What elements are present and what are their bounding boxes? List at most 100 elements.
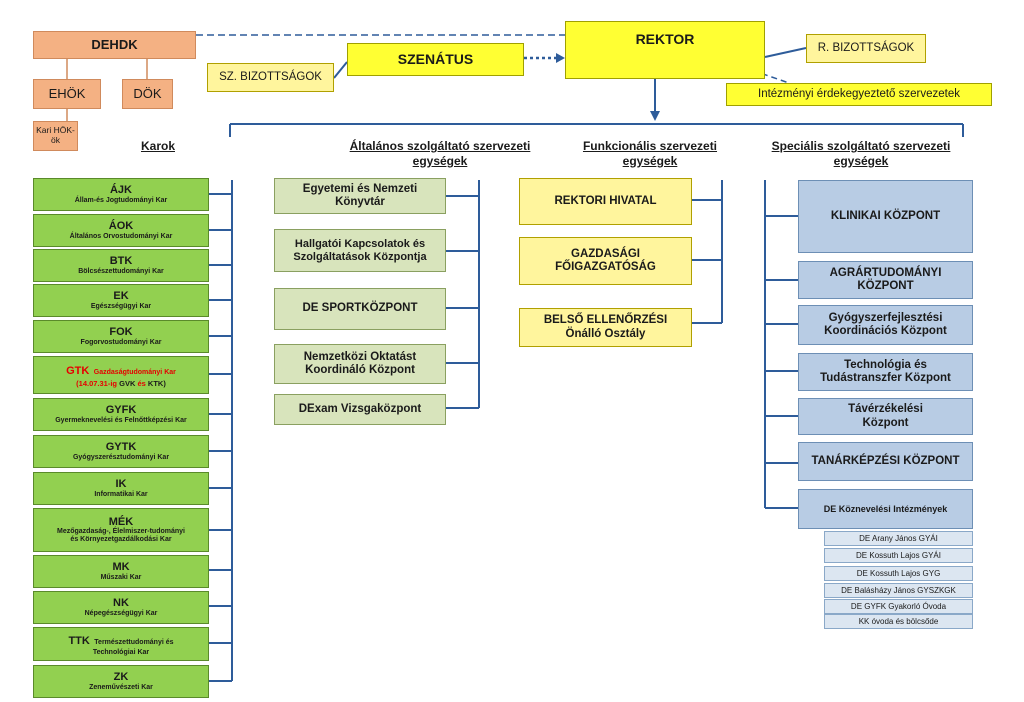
school-label: DE GYFK Gyakorló Óvoda bbox=[850, 601, 947, 611]
faculty-abbr: ZK bbox=[113, 671, 129, 684]
general-unit-box: DE SPORTKÖZPONT bbox=[274, 288, 446, 330]
faculty-box: FOK Fogorvostudományi Kar bbox=[33, 320, 209, 353]
header-karok: Karok bbox=[128, 139, 188, 154]
faculty-box: GYTK Gyógyszerésztudományi Kar bbox=[33, 435, 209, 468]
special-unit-box: TANÁRKÉPZÉSI KÖZPONT bbox=[798, 442, 973, 481]
faculty-name: Általános Orvostudományi Kar bbox=[69, 232, 173, 240]
ehok-box: EHÖK bbox=[33, 79, 101, 109]
general-unit-label: DE SPORTKÖZPONT bbox=[302, 302, 418, 315]
general-unit-box: DExam Vizsgaközpont bbox=[274, 394, 446, 425]
faculty-box: EK Egészségügyi Kar bbox=[33, 284, 209, 317]
kari-hok-label: Kari HÖK-ök bbox=[36, 125, 75, 145]
faculty-name: Informatikai Kar bbox=[94, 490, 148, 498]
special-unit-box: DE Köznevelési Intézmények bbox=[798, 489, 973, 529]
ehok-label: EHÖK bbox=[48, 85, 86, 101]
special-unit-box: AGRÁRTUDOMÁNYI KÖZPONT bbox=[798, 261, 973, 299]
header-karok-label: Karok bbox=[140, 139, 175, 153]
school-box: DE Kossuth Lajos GYG bbox=[824, 566, 973, 581]
faculty-name: Gyermeknevelési és Felnőttképzési Kar bbox=[55, 416, 187, 424]
general-unit-box: Hallgatói Kapcsolatok és Szolgáltatások … bbox=[274, 229, 446, 272]
faculty-name: Zeneművészeti Kar bbox=[89, 683, 153, 691]
faculty-name: Gazdaságtudományi Kar bbox=[93, 369, 176, 377]
faculty-name: Népegészségügyi Kar bbox=[84, 609, 158, 617]
special-unit-box: Technológia és Tudástranszfer Központ bbox=[798, 353, 973, 391]
faculty-name: Gyógyszerésztudományi Kar bbox=[72, 453, 170, 461]
special-unit-label: DE Köznevelési Intézmények bbox=[823, 503, 948, 514]
special-unit-label: Technológia és Tudástranszfer Központ bbox=[820, 358, 951, 384]
general-unit-label: Egyetemi és Nemzeti Könyvtár bbox=[302, 182, 418, 208]
general-unit-label: Hallgatói Kapcsolatok és Szolgáltatások … bbox=[293, 237, 427, 263]
school-label: DE Kossuth Lajos GYÁI bbox=[856, 550, 941, 560]
gtk-line2: (14.07.31-ig GVK és KTK) bbox=[76, 378, 166, 389]
faculty-abbr: TTK bbox=[68, 634, 90, 647]
gtk-note-ktk: KTK) bbox=[147, 378, 166, 388]
faculty-name-line2: Technológiai Kar bbox=[92, 649, 150, 657]
dehdk-label: DEHDK bbox=[91, 36, 138, 52]
school-box: KK óvoda és bölcsőde bbox=[824, 614, 973, 629]
faculty-abbr: GYTK bbox=[105, 441, 137, 454]
functional-unit-box: GAZDASÁGI FŐIGAZGATÓSÁG bbox=[519, 237, 692, 285]
faculty-name-line2: és Környezetgazdálkodási Kar bbox=[70, 536, 172, 544]
school-label: KK óvoda és bölcsőde bbox=[858, 616, 939, 626]
erdekegyezteto-label: Intézményi érdekegyeztető szervezetek bbox=[758, 87, 960, 100]
special-unit-box: Távérzékelési Központ bbox=[798, 398, 973, 435]
sz-bizottsagok-box: SZ. BIZOTTSÁGOK bbox=[207, 63, 334, 92]
faculty-box: ZK Zeneművészeti Kar bbox=[33, 665, 209, 698]
faculty-box: IK Informatikai Kar bbox=[33, 472, 209, 505]
functional-unit-box: BELSŐ ELLENŐRZÉSI Önálló Osztály bbox=[519, 308, 692, 347]
special-unit-label: AGRÁRTUDOMÁNYI KÖZPONT bbox=[829, 266, 942, 292]
sz-bizottsagok-label: SZ. BIZOTTSÁGOK bbox=[219, 70, 322, 83]
gtk-note-gvk: GVK bbox=[119, 378, 136, 388]
faculty-box: MÉK Mezőgazdaság-, Élelmiszer-tudományi … bbox=[33, 508, 209, 552]
school-label: DE Balásházy János GYSZKGK bbox=[841, 585, 956, 595]
faculty-box: MK Műszaki Kar bbox=[33, 555, 209, 588]
header-specialis: Speciális szolgáltató szervezeti egysége… bbox=[760, 139, 962, 169]
faculty-box-ttk: TTK Természettudományi és Technológiai K… bbox=[33, 627, 209, 661]
faculty-name: Bölcsészettudományi Kar bbox=[78, 267, 164, 275]
school-box: DE GYFK Gyakorló Óvoda bbox=[824, 599, 973, 614]
general-unit-box: Nemzetközi Oktatást Koordináló Központ bbox=[274, 344, 446, 384]
faculty-abbr: ÁJK bbox=[109, 184, 132, 197]
general-unit-label: Nemzetközi Oktatást Koordináló Központ bbox=[303, 350, 417, 376]
special-unit-box: KLINIKAI KÖZPONT bbox=[798, 180, 973, 253]
school-box: DE Arany János GYÁI bbox=[824, 531, 973, 546]
faculty-name: Műszaki Kar bbox=[100, 573, 142, 581]
special-unit-label: Távérzékelési Központ bbox=[848, 403, 923, 429]
header-altalanos-label: Általános szolgáltató szervezeti egysége… bbox=[349, 139, 531, 168]
school-box: DE Kossuth Lajos GYÁI bbox=[824, 548, 973, 563]
faculty-abbr: GYFK bbox=[105, 404, 137, 417]
header-funkcionalis: Funkcionális szervezeti egységek bbox=[570, 139, 730, 169]
general-unit-box: Egyetemi és Nemzeti Könyvtár bbox=[274, 178, 446, 214]
faculty-abbr: FOK bbox=[109, 326, 133, 339]
dok-label: DÖK bbox=[133, 85, 162, 101]
header-specialis-label: Speciális szolgáltató szervezeti egysége… bbox=[771, 139, 951, 168]
functional-unit-label: REKTORI HIVATAL bbox=[554, 194, 657, 207]
faculty-name: Fogorvostudományi Kar bbox=[80, 338, 162, 346]
r-bizottsagok-box: R. BIZOTTSÁGOK bbox=[806, 34, 926, 63]
functional-unit-label: BELSŐ ELLENŐRZÉSI Önálló Osztály bbox=[543, 314, 668, 340]
faculty-box: BTK Bölcsészettudományi Kar bbox=[33, 249, 209, 282]
faculty-box: ÁJK Állam-és Jogtudományi Kar bbox=[33, 178, 209, 211]
header-altalanos: Általános szolgáltató szervezeti egysége… bbox=[330, 139, 550, 169]
functional-unit-label: GAZDASÁGI FŐIGAZGATÓSÁG bbox=[555, 247, 656, 273]
special-unit-label: KLINIKAI KÖZPONT bbox=[830, 209, 941, 222]
faculty-abbr: EK bbox=[113, 290, 129, 303]
school-box: DE Balásházy János GYSZKGK bbox=[824, 583, 973, 598]
gtk-line1: GTK Gazdaságtudományi Kar bbox=[66, 361, 176, 379]
special-unit-label: TANÁRKÉPZÉSI KÖZPONT bbox=[811, 454, 960, 467]
szenatus-label: SZENÁTUS bbox=[397, 51, 474, 68]
faculty-abbr: BTK bbox=[109, 255, 133, 268]
ttk-line1: TTK Természettudományi és bbox=[68, 631, 173, 649]
faculty-name: Egészségügyi Kar bbox=[90, 302, 152, 310]
rektor-box: REKTOR bbox=[565, 21, 765, 79]
dok-box: DÖK bbox=[122, 79, 173, 109]
header-funkcionalis-label: Funkcionális szervezeti egységek bbox=[582, 139, 718, 168]
szenatus-box: SZENÁTUS bbox=[347, 43, 524, 76]
gtk-note-and: és bbox=[137, 378, 146, 388]
r-bizottsagok-label: R. BIZOTTSÁGOK bbox=[817, 41, 915, 54]
faculty-abbr: IK bbox=[115, 478, 127, 491]
erdekegyezteto-box: Intézményi érdekegyeztető szervezetek bbox=[726, 83, 992, 106]
rektor-label: REKTOR bbox=[635, 31, 695, 47]
faculty-name: Mezőgazdaság-, Élelmiszer-tudományi bbox=[57, 528, 185, 536]
